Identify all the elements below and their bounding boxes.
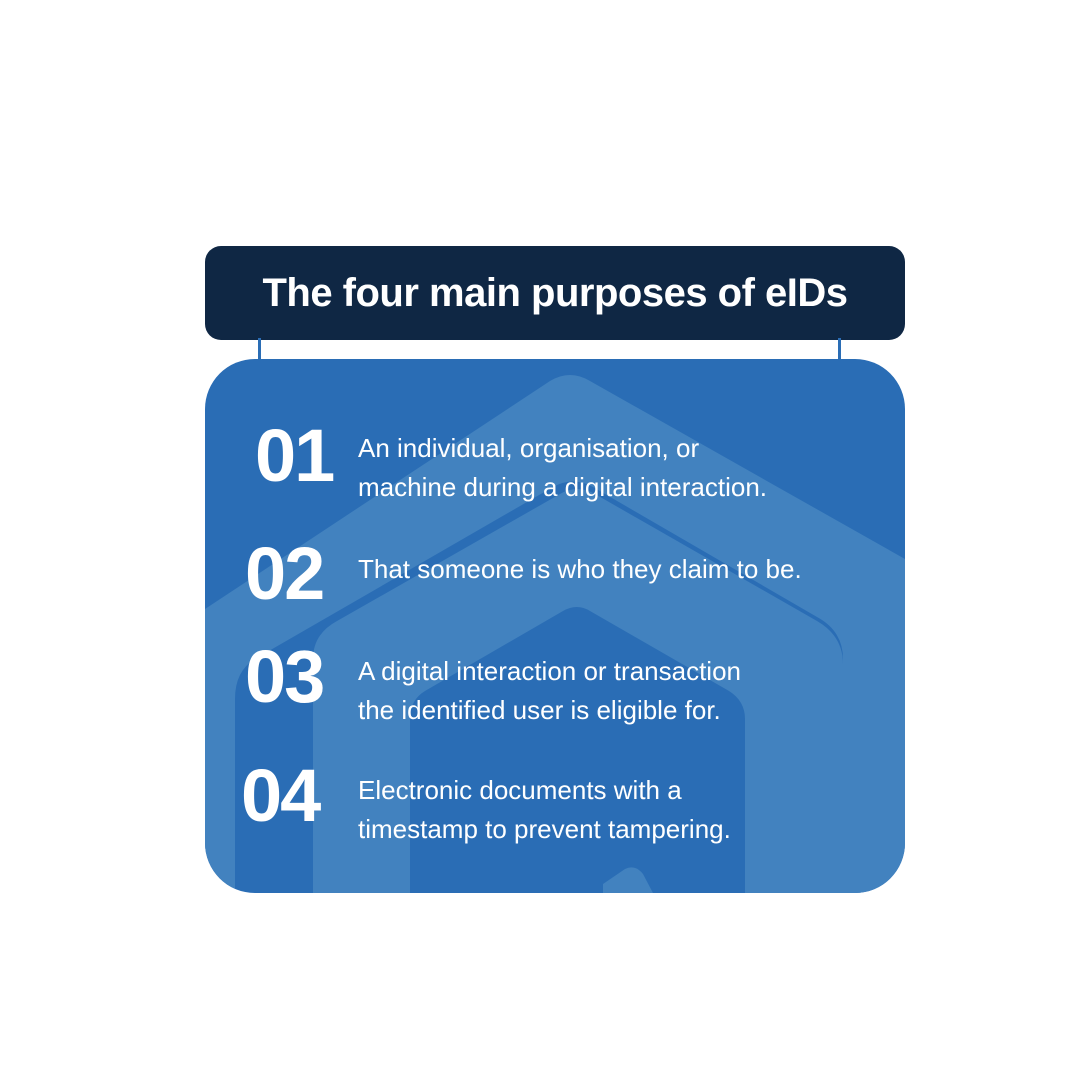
item-description-line: the identified user is eligible for. <box>358 695 721 725</box>
item-description-line: That someone is who they claim to be. <box>358 554 802 584</box>
item-number: 02 <box>245 532 325 615</box>
right-connector <box>838 338 841 362</box>
item-description-line: machine during a digital interaction. <box>358 472 768 502</box>
house-shape-background-icon <box>205 375 905 893</box>
item-description-line: Electronic documents with a <box>358 775 682 805</box>
title-banner: The four main purposes of eIDs <box>205 246 905 340</box>
purposes-panel: 01 An individual, organisation, or machi… <box>205 359 905 893</box>
item-description-line: An individual, organisation, or <box>358 433 700 463</box>
item-description: Electronic documents with a timestamp to… <box>358 771 731 849</box>
item-description: That someone is who they claim to be. <box>358 550 802 589</box>
item-description-line: timestamp to prevent tampering. <box>358 814 731 844</box>
left-connector <box>258 338 261 362</box>
item-number: 03 <box>245 635 325 718</box>
item-number: 01 <box>255 414 335 497</box>
item-description: A digital interaction or transaction the… <box>358 652 741 730</box>
page-title: The four main purposes of eIDs <box>262 270 848 315</box>
item-description-line: A digital interaction or transaction <box>358 656 741 686</box>
item-number: 04 <box>241 754 321 837</box>
item-description: An individual, organisation, or machine … <box>358 429 767 507</box>
